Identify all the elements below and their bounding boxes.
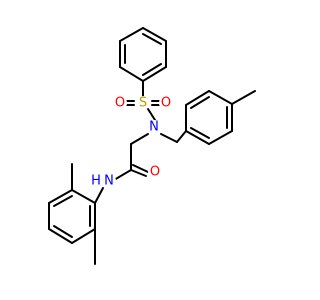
sulfonamide-nitrogen-label: N — [149, 120, 159, 135]
oxygen-atom-right: O — [159, 96, 173, 111]
bonds — [48, 27, 256, 265]
bond — [71, 228, 96, 244]
bond — [142, 66, 167, 82]
bond — [119, 27, 144, 42]
bond — [185, 130, 210, 145]
bond — [53, 225, 73, 238]
bond — [119, 66, 144, 82]
bond — [48, 228, 73, 244]
bond — [142, 33, 162, 45]
bond — [190, 96, 210, 109]
atom-labels: S O O N O N H — [90, 96, 173, 189]
bond — [176, 130, 187, 143]
amide-nitrogen-atom: N — [102, 174, 116, 189]
bond — [190, 127, 210, 139]
bond — [48, 189, 73, 204]
oxygen-right-label: O — [161, 96, 171, 111]
oxygen-left-label: O — [115, 96, 125, 111]
sulfur-atom: S — [136, 96, 150, 111]
bond — [185, 90, 210, 106]
amide-nitrogen-label: N — [104, 174, 114, 189]
molecule-structure-diagram: S O O N O N H — [48, 27, 256, 265]
bond — [53, 195, 73, 207]
bond — [147, 108, 156, 121]
bond — [160, 133, 178, 143]
carbonyl-oxygen-label: O — [150, 165, 160, 180]
bond — [132, 164, 149, 173]
bond — [208, 90, 233, 105]
bond — [113, 169, 132, 181]
bond — [231, 90, 256, 105]
carbonyl-oxygen-atom: O — [148, 165, 162, 180]
bond — [142, 27, 167, 42]
oxygen-atom-left: O — [113, 96, 127, 111]
bond — [130, 133, 149, 145]
sulfur-label: S — [139, 96, 147, 111]
sulfonamide-nitrogen-atom: N — [147, 120, 161, 135]
bond — [130, 169, 147, 177]
bond — [94, 187, 104, 204]
amide-hydrogen-atom: H — [90, 174, 102, 189]
bond — [71, 189, 96, 204]
bond — [142, 63, 162, 76]
bond — [208, 130, 233, 145]
amide-hydrogen-label: H — [91, 174, 101, 189]
